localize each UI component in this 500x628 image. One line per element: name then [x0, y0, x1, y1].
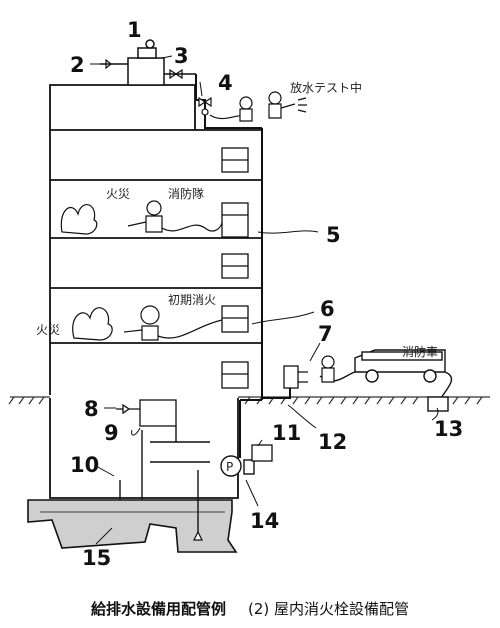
valve-icon: [105, 58, 183, 80]
rooftop-test-valve: [198, 96, 212, 116]
fire-truck: [319, 349, 453, 401]
foot-valve-icon: [193, 530, 203, 541]
elevated-water-tank: [100, 39, 196, 86]
firefighter-at-truck: [321, 355, 335, 383]
siamese-connection: [283, 365, 308, 389]
fire-brigade-scene: [60, 200, 223, 235]
callout-leaders: [90, 55, 439, 545]
pump-label: P: [226, 460, 233, 474]
label-fire-1: 火災: [106, 187, 130, 201]
building: [49, 84, 263, 499]
label-brigade: 消防隊: [168, 186, 204, 201]
label-truck: 消防車: [402, 344, 438, 359]
callout-13: 13: [434, 417, 463, 441]
callout-10: 10: [70, 453, 99, 477]
callout-12: 12: [318, 430, 347, 454]
firefighters-testing-figures: [239, 91, 307, 122]
hydrant-boxes: [221, 147, 249, 389]
callout-5: 5: [326, 223, 341, 247]
label-initial: 初期消火: [168, 293, 216, 307]
callout-7: 7: [318, 322, 333, 346]
callout-numbers: 1 2 3 4 5 6 7 8 9 10 11 12 13 14 15: [70, 18, 463, 570]
water-intake-pit: [427, 396, 449, 412]
callout-2: 2: [70, 53, 85, 77]
callout-15: 15: [82, 546, 111, 570]
label-fire-2: 火災: [36, 323, 60, 337]
callout-4: 4: [218, 71, 233, 95]
priming-water-tank: [116, 399, 177, 427]
callout-8: 8: [84, 397, 99, 421]
caption-sub: (2) 屋内消火栓設備配管: [247, 600, 410, 618]
callout-3: 3: [174, 44, 189, 68]
pump-piping: [119, 426, 210, 540]
callout-6: 6: [320, 297, 335, 321]
label-test: 放水テスト中: [290, 80, 362, 95]
caption-main: 給排水設備用配管例: [90, 600, 226, 618]
initial-firefighting-scene: [72, 305, 223, 341]
pump-icon: [220, 455, 255, 477]
callout-1: 1: [127, 18, 142, 42]
riser-pipe: [195, 74, 291, 458]
callout-9: 9: [104, 421, 119, 445]
figure-caption: 給排水設備用配管例 (2) 屋内消火栓設備配管: [0, 598, 500, 619]
underground-water-tank: [27, 499, 238, 553]
callout-14: 14: [250, 509, 279, 533]
control-panel: [251, 444, 273, 462]
callout-11: 11: [272, 421, 301, 445]
